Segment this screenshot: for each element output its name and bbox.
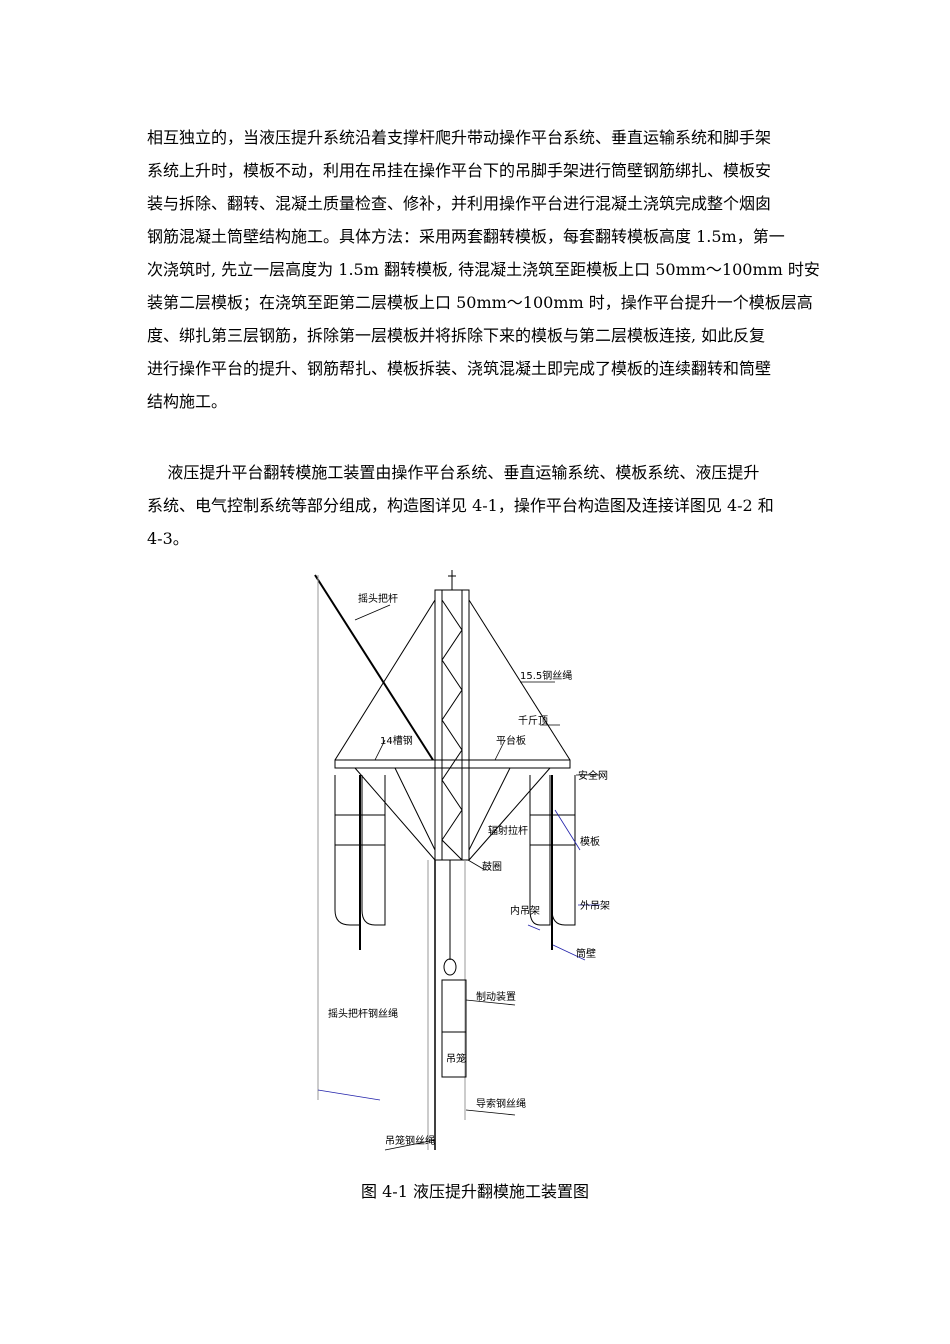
text-line: 系统上升时，模板不动，利用在吊挂在操作平台下的吊脚手架进行筒壁钢筋绑扎、模板安 bbox=[147, 161, 772, 180]
label-rocker-rope: 摇头把杆钢丝绳 bbox=[328, 1009, 398, 1020]
text-line: 装与拆除、翻转、混凝土质量检查、修补，并利用操作平台进行混凝土浇筑完成整个烟囱 bbox=[147, 194, 772, 213]
label-outer-hanger: 外吊架 bbox=[580, 901, 610, 912]
label-formwork: 模板 bbox=[580, 837, 600, 848]
label-safety-net: 安全网 bbox=[578, 771, 608, 782]
text-line: 进行操作平台的提升、钢筋帮扎、模板拆装、浇筑混凝土即完成了模板的连续翻转和筒壁 bbox=[147, 359, 772, 378]
label-channel-steel: 14槽钢 bbox=[380, 736, 413, 747]
text-line: 相互独立的，当液压提升系统沿着支撑杆爬升带动操作平台系统、垂直运输系统和脚手架 bbox=[147, 128, 772, 147]
text-line: 系统、电气控制系统等部分组成，构造图详见 4-1，操作平台构造图及连接详图见 4… bbox=[147, 496, 774, 515]
label-wire-rope: 15.5钢丝绳 bbox=[520, 671, 573, 682]
central-mast bbox=[434, 589, 470, 861]
label-radial-rod: 辐射拉杆 bbox=[488, 826, 528, 837]
label-cage: 吊笼 bbox=[446, 1054, 466, 1065]
label-chimney-wall: 筒壁 bbox=[576, 949, 596, 960]
text-line: 液压提升平台翻转模施工装置由操作平台系统、垂直运输系统、模板系统、液压提升 bbox=[147, 463, 760, 482]
cage bbox=[441, 979, 467, 1078]
text-line: 4-3。 bbox=[147, 529, 189, 548]
label-platform-board: 平台板 bbox=[496, 736, 526, 747]
construction-device-diagram bbox=[314, 570, 600, 1151]
text-line: 次浇筑时, 先立一层高度为 1.5m 翻转模板, 待混凝土浇筑至距模板上口 50… bbox=[147, 260, 820, 279]
label-guide-rope: 导索钢丝绳 bbox=[476, 1099, 526, 1110]
label-jack: 千斤顶 bbox=[518, 716, 548, 727]
label-inner-hanger: 内吊架 bbox=[510, 906, 540, 917]
label-rocker-pole: 摇头把杆 bbox=[358, 594, 398, 605]
text-line: 结构施工。 bbox=[147, 392, 228, 411]
figure-caption: 图 4-1 液压提升翻模施工装置图 bbox=[361, 1182, 589, 1201]
label-cage-rope: 吊笼钢丝绳 bbox=[385, 1136, 435, 1147]
text-line: 装第二层模板；在浇筑至距第二层模板上口 50mm～100mm 时，操作平台提升一… bbox=[147, 293, 813, 312]
text-line: 度、绑扎第三层钢筋，拆除第一层模板并将拆除下来的模板与第二层模板连接, 如此反复 bbox=[147, 326, 766, 345]
text-line: 钢筋混凝土筒壁结构施工。具体方法：采用两套翻转模板，每套翻转模板高度 1.5m，… bbox=[147, 227, 785, 246]
label-brake-device: 制动装置 bbox=[476, 992, 516, 1003]
label-drum-ring: 鼓圈 bbox=[482, 862, 502, 873]
